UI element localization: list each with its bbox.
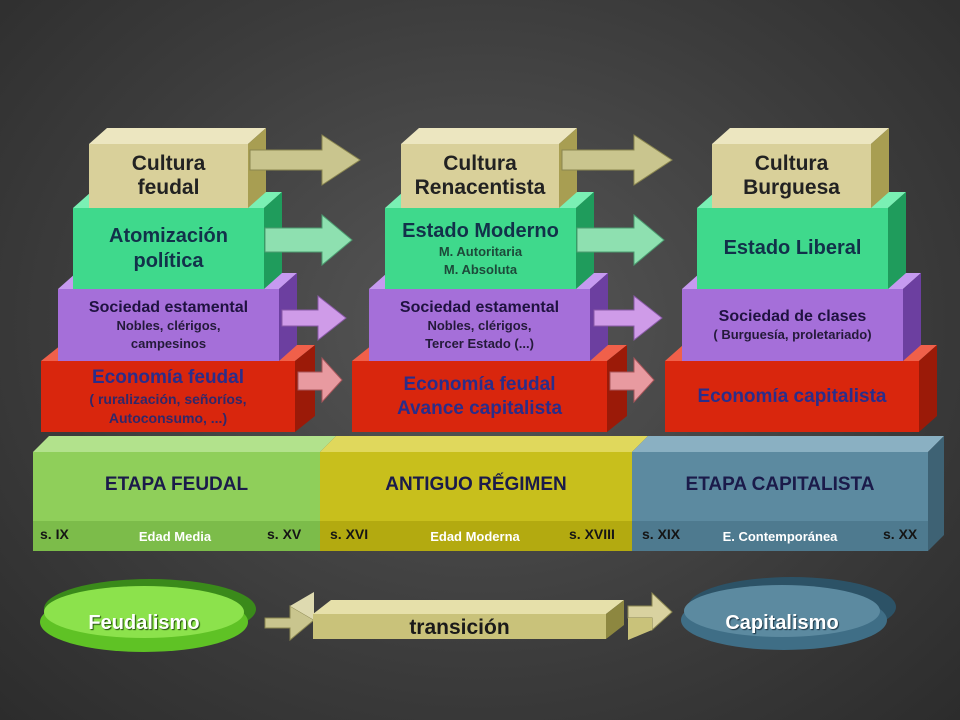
stage-capitalista-title: ETAPA CAPITALISTA — [685, 474, 875, 495]
sociedad-sub1: Nobles, clérigos, — [427, 317, 532, 333]
cultura-line2: Burguesa — [743, 176, 840, 199]
cultura-line2: feudal — [137, 176, 200, 199]
sociedad-sub2: campesinos — [130, 335, 207, 351]
economia-line2: Avance capitalista — [396, 397, 563, 419]
economia-line1: Economía feudal — [403, 373, 556, 395]
sociedad-sub1: Nobles, clérigos, — [116, 317, 221, 333]
stage-antiguo-regimen-title: ANTIGUO RẾGIMEN — [385, 474, 567, 495]
sociedad-sub2: Tercer Estado (...) — [425, 335, 534, 351]
estado-line1: Atomización — [109, 224, 228, 247]
cultura-line1: Cultura — [131, 152, 206, 175]
economia-title: Economía capitalista — [697, 385, 887, 407]
sociedad-title: Sociedad estamental — [88, 298, 249, 316]
cultura-line2: Renacentista — [414, 176, 546, 199]
stage-feudal-title: ETAPA FEUDAL — [104, 474, 249, 495]
sociedad-title: Sociedad estamental — [399, 298, 560, 316]
sociedad-clases-block: Sociedad de clases ( Burguesía, proletar… — [682, 289, 903, 361]
estado-line2: política — [133, 249, 204, 272]
era-label-1: Edad Media — [138, 529, 212, 544]
cultura-line1: Cultura — [754, 152, 829, 175]
atomizacion-politica-block: Atomización política — [73, 208, 264, 289]
transicion-label: transición — [409, 616, 510, 639]
arrows-col1-to-col2 — [249, 134, 361, 404]
era-label-3: E. Contemporánea — [722, 529, 838, 544]
century-start-3: s. XIX — [642, 526, 681, 542]
sociedad-estamental-block-1: Sociedad estamental Nobles, clérigos, ca… — [58, 289, 279, 361]
economia-sub2: Autoconsumo, ...) — [108, 409, 228, 426]
economia-capitalista-block: Economía capitalista — [665, 361, 919, 432]
economia-sub1: ( ruralización, señoríos, — [89, 390, 247, 407]
economia-feudal-avance-block: Economía feudal Avance capitalista — [352, 361, 607, 432]
estado-sub1: M. Autoritaria — [438, 243, 523, 259]
capitalismo-label: Capitalismo — [725, 612, 839, 634]
estado-title: Estado Moderno — [402, 219, 559, 242]
century-start-1: s. IX — [40, 526, 69, 542]
economia-feudal-block: Economía feudal ( ruralización, señoríos… — [41, 361, 295, 432]
era-label-2: Edad Moderna — [430, 529, 520, 544]
column-1-blocks — [41, 128, 315, 432]
century-end-1: s. XV — [267, 526, 302, 542]
sociedad-title: Sociedad de clases — [718, 307, 867, 325]
sociedad-estamental-block-2: Sociedad estamental Nobles, clérigos, Te… — [369, 289, 590, 361]
century-end-2: s. XVIII — [569, 526, 615, 542]
estado-liberal-block: Estado Liberal — [697, 208, 888, 289]
century-start-2: s. XVI — [330, 526, 369, 542]
century-end-3: s. XX — [883, 526, 918, 542]
cultura-renacentista-block: Cultura Renacentista — [401, 144, 559, 208]
stage-bar — [33, 436, 944, 551]
estado-sub2: M. Absoluta — [443, 261, 518, 277]
arrows-col2-to-col3 — [561, 134, 673, 404]
estado-moderno-block: Estado Moderno M. Autoritaria M. Absolut… — [385, 208, 576, 289]
bottom-section — [40, 577, 896, 652]
cultura-feudal-block: Cultura feudal — [89, 144, 248, 208]
estado-title: Estado Liberal — [723, 237, 862, 259]
sociedad-sub1: ( Burguesía, proletariado) — [713, 326, 872, 342]
cultura-burguesa-block: Cultura Burguesa — [712, 144, 871, 208]
column-2-blocks — [352, 128, 627, 432]
economia-title: Economía feudal — [91, 366, 245, 388]
feudalismo-label: Feudalismo — [88, 612, 200, 634]
column-3-blocks — [665, 128, 937, 432]
cultura-line1: Cultura — [443, 152, 517, 175]
